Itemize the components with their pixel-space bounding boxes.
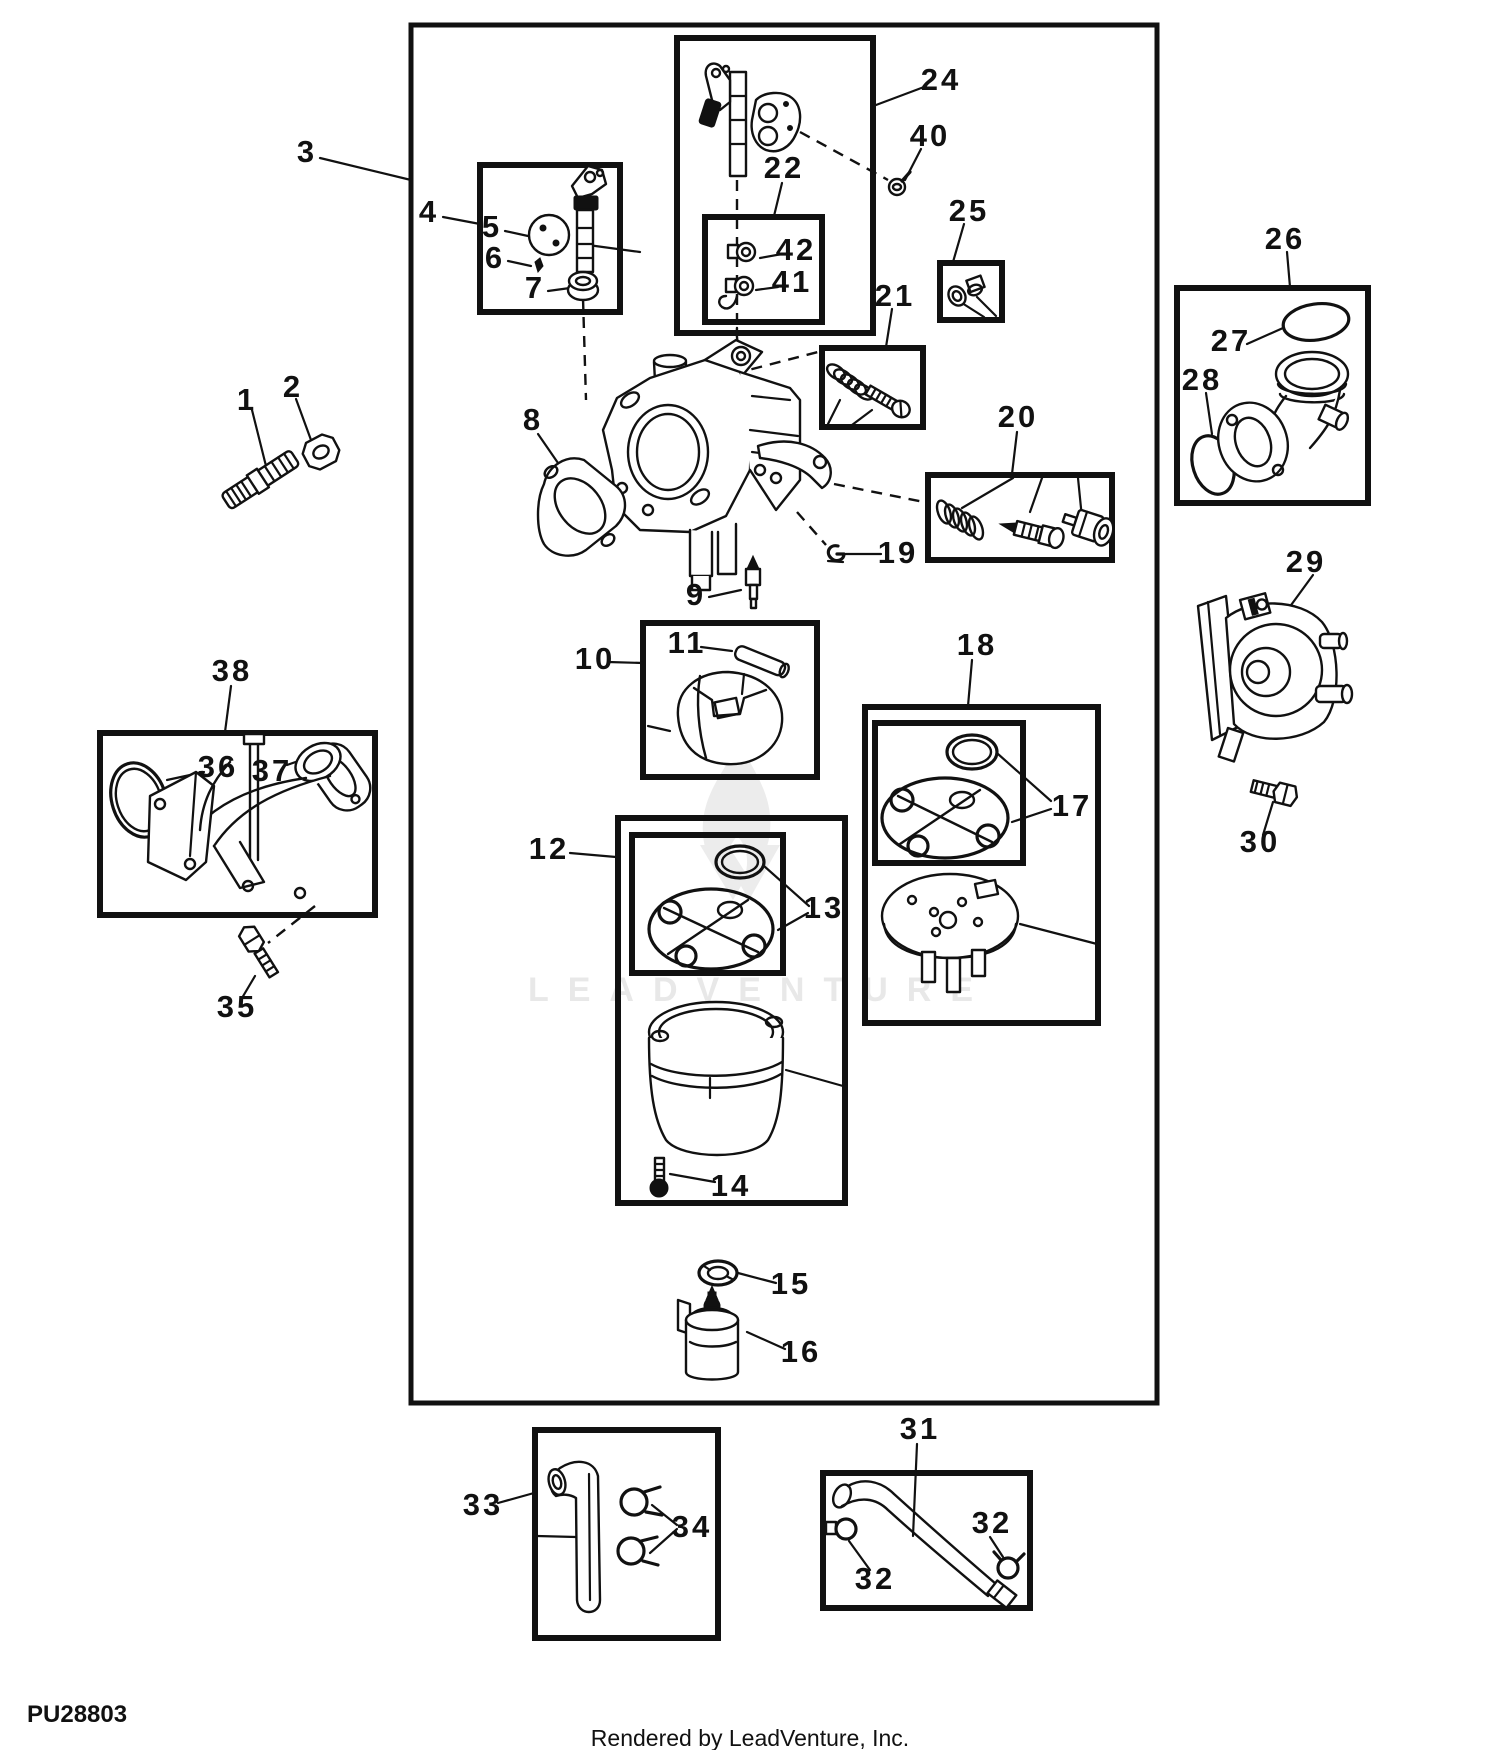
render-credit: Rendered by LeadVenture, Inc. (591, 1725, 909, 1750)
screw-part-35 (237, 925, 280, 979)
callout-32-right: 32 (972, 1505, 1012, 1540)
callout-33: 33 (463, 1487, 503, 1522)
clamp-kit-part-25 (947, 274, 986, 307)
box-20 (925, 472, 1115, 563)
callout-18: 18 (957, 627, 997, 662)
callout-26: 26 (1265, 221, 1305, 256)
callout-14: 14 (711, 1168, 751, 1203)
callout-12: 12 (529, 831, 569, 866)
callout-17: 17 (1052, 788, 1092, 823)
callout-22: 22 (764, 150, 804, 185)
bowl-kit-parts-12-14 (647, 844, 785, 1198)
watermark-text: LEADVENTURE (528, 971, 992, 1009)
group-boxes (97, 35, 1371, 1641)
main-group-box (408, 22, 1160, 1406)
box-10 (640, 620, 820, 780)
callout-20: 20 (998, 399, 1038, 434)
callout-labels: 1 2 3 4 5 6 7 8 9 10 11 12 13 14 15 16 1… (198, 62, 1326, 1596)
callout-27: 27 (1211, 323, 1251, 358)
throttle-shaft-parts-22-24 (698, 62, 802, 178)
elbow-kit-parts-26-28 (1190, 301, 1351, 496)
box-26 (1174, 285, 1371, 506)
diagram-code: PU28803 (27, 1701, 127, 1728)
diaphragm-kit-parts-17-18 (880, 733, 1020, 994)
nut-part-2 (301, 433, 341, 471)
box-4-7 (477, 162, 623, 315)
callout-3: 3 (297, 134, 317, 169)
stud-part-1 (221, 450, 300, 510)
plunger-kit-parts-4-7 (527, 164, 608, 302)
callout-7: 7 (525, 270, 545, 305)
box-33 (532, 1427, 721, 1641)
fuel-hose-parts-31-32 (824, 1480, 1026, 1610)
callout-31: 31 (900, 1411, 940, 1446)
callout-32-left: 32 (855, 1561, 895, 1596)
callout-42: 42 (776, 232, 816, 267)
callout-16: 16 (781, 1334, 821, 1369)
box-22 (702, 214, 825, 325)
callout-41: 41 (772, 264, 812, 299)
callout-24: 24 (921, 62, 961, 97)
spring-screw-part-21 (825, 363, 911, 419)
callout-36: 36 (198, 749, 238, 784)
fuel-pump-part-29 (1196, 592, 1354, 763)
screw-part-30 (1249, 779, 1299, 808)
callout-34: 34 (672, 1509, 712, 1544)
callout-2: 2 (283, 369, 303, 404)
spring-clips-41-42 (718, 241, 757, 310)
callout-29: 29 (1286, 544, 1326, 579)
callout-11: 11 (668, 625, 707, 660)
callout-1: 1 (237, 382, 257, 417)
callout-10: 10 (575, 641, 615, 676)
box-31 (820, 1470, 1033, 1611)
carburetor-body (601, 338, 832, 592)
callout-8: 8 (523, 402, 543, 437)
drain-tube-parts-33-34 (547, 1460, 664, 1614)
box-38 (97, 730, 378, 918)
screw-part-40 (887, 170, 912, 197)
callout-21: 21 (875, 278, 915, 313)
callout-25: 25 (949, 193, 989, 228)
callout-5: 5 (482, 209, 502, 244)
callout-30: 30 (1240, 824, 1280, 859)
callout-37: 37 (252, 753, 292, 788)
washer-part-15 (697, 1259, 739, 1287)
callout-35: 35 (217, 989, 257, 1024)
callout-9: 9 (686, 577, 706, 612)
solenoid-part-16 (676, 1284, 740, 1381)
manifold-kit-parts-36-38 (109, 732, 372, 900)
box-13 (629, 832, 786, 976)
float-kit-parts-10-11 (676, 645, 790, 766)
callout-19: 19 (878, 535, 918, 570)
callout-4: 4 (419, 194, 439, 229)
callout-13: 13 (804, 890, 844, 925)
float-needle-part-9 (744, 554, 762, 610)
callout-6: 6 (485, 240, 505, 275)
box-24 (674, 35, 876, 336)
gasket-part-8 (536, 457, 627, 557)
box-18 (862, 704, 1101, 1026)
box-17 (872, 720, 1026, 866)
callout-38: 38 (212, 653, 252, 688)
box-21 (819, 345, 926, 430)
callout-40: 40 (910, 118, 950, 153)
clip-part-19 (826, 544, 846, 564)
box-25 (937, 260, 1005, 323)
callout-15: 15 (771, 1266, 811, 1301)
mixture-kit-part-20 (935, 499, 1115, 550)
box-12 (615, 815, 848, 1206)
callout-28: 28 (1182, 362, 1222, 397)
